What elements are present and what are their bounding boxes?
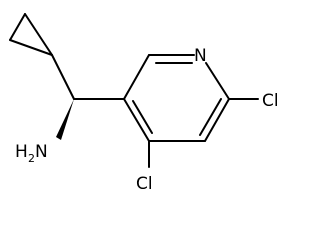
chlorine-label-bottom: Cl xyxy=(136,174,153,194)
pyridine-inner-double-c6-c5 xyxy=(199,98,222,136)
pyridine-bond-c4-c3 xyxy=(123,98,150,142)
amine-h-label: H xyxy=(15,142,28,162)
cyclopropyl-chiral-bond xyxy=(51,54,75,100)
amine-n-label: N xyxy=(35,142,48,162)
pyridine-bond-c3-c2 xyxy=(123,54,150,100)
nitrogen-label: N xyxy=(194,46,207,66)
pyridine-bond-n1-c6 xyxy=(205,62,230,100)
chemical-structure-diagram: N Cl Cl H 2 N xyxy=(9,13,279,194)
pyridine-bond-c6-c5 xyxy=(204,98,230,142)
amine-subscript: 2 xyxy=(28,152,35,165)
molecule-svg: N Cl Cl H 2 N xyxy=(9,13,279,194)
cyclopropyl-bond-top xyxy=(24,13,53,56)
stereo-wedge xyxy=(56,99,74,140)
cyclopropyl-bond-left xyxy=(9,13,26,41)
cyclopropyl-bond-bottom xyxy=(9,39,53,56)
chlorine-label-right: Cl xyxy=(262,91,279,111)
pyridine-inner-double-c4-c3 xyxy=(132,100,153,134)
